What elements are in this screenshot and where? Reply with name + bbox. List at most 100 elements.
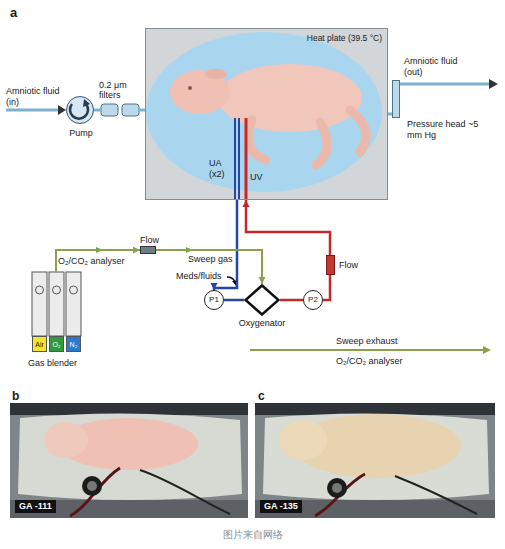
connector xyxy=(56,247,140,273)
photo-panel: GA -111 xyxy=(10,403,248,518)
node-text: Gas blender xyxy=(28,358,77,369)
pump-rotor xyxy=(70,104,88,119)
port xyxy=(87,481,97,491)
node-text: Air xyxy=(33,340,46,349)
tube xyxy=(315,474,365,516)
connector-line xyxy=(94,109,101,112)
gas-cylinder-label: N₂ xyxy=(66,336,81,352)
connector-line xyxy=(56,250,140,272)
gas-cylinder xyxy=(32,272,47,336)
pressure-head: Pressure head ~5 mm Hg xyxy=(392,80,400,118)
lamb-head xyxy=(279,420,327,460)
sweep-exhaust-line xyxy=(250,349,484,351)
gauge xyxy=(36,286,44,294)
umbilical-vein xyxy=(245,118,248,200)
fluid-bag xyxy=(146,32,382,192)
photo-frame xyxy=(10,403,248,415)
analyser-label: O₂/CO₂ analyser xyxy=(336,356,403,367)
photo-frame xyxy=(255,500,495,518)
gauge xyxy=(53,286,61,294)
pressure-sensor: P2 xyxy=(303,290,323,310)
photo-frame xyxy=(10,500,248,518)
edge-label: Sweep gas xyxy=(188,254,233,265)
connector xyxy=(224,300,244,301)
outflow-line xyxy=(400,83,490,86)
port xyxy=(327,478,347,498)
arrow-head xyxy=(232,280,238,287)
arrow-head xyxy=(83,99,90,107)
connector xyxy=(323,275,330,300)
gas-blender: Gas blenderAirO₂N₂ xyxy=(30,272,82,354)
connector-line xyxy=(156,250,262,284)
node-text: Pressure head ~5 mm Hg xyxy=(407,119,495,141)
arrow-head xyxy=(133,247,140,254)
node-text: P2 xyxy=(304,295,322,305)
node-text: Oxygenator xyxy=(222,318,302,329)
filter-cartridge xyxy=(101,104,118,116)
arrow-head xyxy=(243,200,250,207)
flow-meter: Flow xyxy=(326,255,335,275)
gauge xyxy=(70,286,78,294)
gas-cylinder-label: O₂ xyxy=(49,336,64,352)
gas-cylinder-label: Air xyxy=(32,336,47,352)
bag xyxy=(18,413,242,500)
connector-line xyxy=(280,299,303,302)
node-text: Flow xyxy=(140,235,159,246)
connector xyxy=(211,200,238,290)
photo-c xyxy=(255,403,495,518)
oxygenator-diamond: Oxygenator xyxy=(244,284,280,316)
arrow-head xyxy=(96,247,103,253)
lamb-head xyxy=(170,70,230,114)
lamb-leg xyxy=(350,110,366,152)
gas-cylinder xyxy=(49,272,64,336)
arrow-head xyxy=(483,346,491,354)
node-text: N₂ xyxy=(67,340,80,349)
port-label: Meds/fluids xyxy=(176,271,222,282)
photo-frame xyxy=(255,403,495,415)
tube xyxy=(395,476,477,514)
flow-label: Sweep exhaust xyxy=(336,336,398,347)
caption: 图片来自网络 xyxy=(0,529,505,541)
umbilical-artery xyxy=(238,118,240,200)
pump-circle: Pump xyxy=(66,96,94,124)
port xyxy=(82,476,102,496)
umbilical-artery xyxy=(234,118,236,200)
connector-line xyxy=(214,200,237,290)
port xyxy=(332,483,342,493)
heat-plate-box: Heat plate (39.5 °C) xyxy=(145,28,388,200)
tube xyxy=(140,470,230,514)
analyser-label: O₂/CO₂ analyser xyxy=(58,256,125,267)
node-text: Pump xyxy=(61,128,101,139)
connector xyxy=(243,200,331,255)
edge-label: UA (x2) xyxy=(209,158,231,180)
node-text: GA -111 xyxy=(15,500,56,513)
lamb-head xyxy=(44,422,88,458)
edge-label: UV xyxy=(250,172,263,183)
bag xyxy=(263,413,489,500)
connector-line xyxy=(224,299,244,302)
arrow-head xyxy=(58,105,66,115)
photo-b xyxy=(10,403,248,518)
flow-label: Amniotic fluid (out) xyxy=(404,56,466,78)
connector-line xyxy=(388,113,392,116)
pump-fill xyxy=(66,96,94,124)
photo-background xyxy=(255,403,495,518)
connector-line xyxy=(139,109,145,112)
tube xyxy=(70,468,120,516)
filter-pair: 0.2 μm filters xyxy=(101,104,139,116)
connector xyxy=(156,250,266,284)
arrow-head xyxy=(186,247,193,253)
panel-letter: c xyxy=(258,389,265,403)
connector xyxy=(139,110,145,111)
connector xyxy=(280,300,303,301)
arrow-head xyxy=(211,283,218,290)
node-text: O₂ xyxy=(50,340,63,349)
inflow-line xyxy=(6,109,60,112)
lamb-leg xyxy=(248,120,266,160)
node-text: P1 xyxy=(205,295,223,305)
heat-plate xyxy=(145,28,388,200)
connector xyxy=(388,114,392,115)
lamb-ear xyxy=(205,69,227,79)
